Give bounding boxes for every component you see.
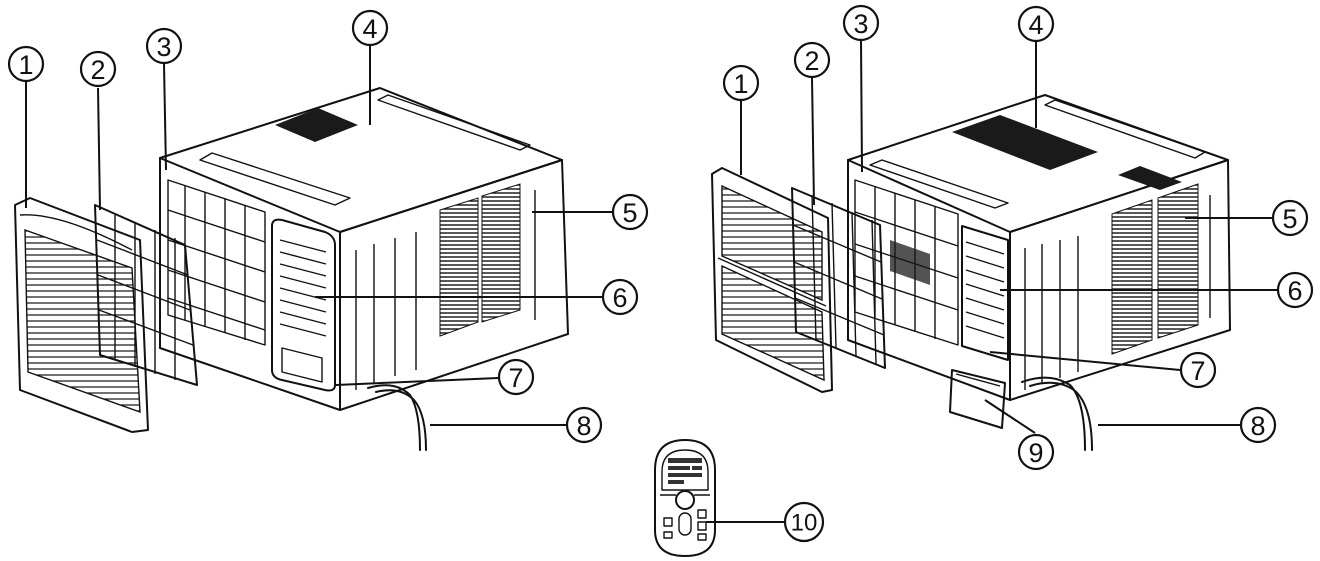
left-callout-6: 6: [601, 278, 639, 316]
right-side-louvres: [1111, 183, 1199, 355]
svg-text:9: 9: [1028, 438, 1043, 468]
svg-text:7: 7: [1190, 356, 1205, 386]
left-cabinet: [159, 87, 569, 451]
remote-display: [668, 458, 702, 484]
left-callout-2: 2: [79, 50, 117, 88]
right-power-cord: [1021, 376, 1086, 451]
left-power-cord: [367, 384, 421, 451]
svg-text:3: 3: [156, 32, 171, 62]
svg-text:2: 2: [90, 55, 105, 85]
left-callout-1: 1: [7, 45, 45, 83]
right-callout-2: 2: [793, 41, 831, 79]
svg-text:4: 4: [1028, 10, 1043, 40]
svg-text:3: 3: [853, 9, 868, 39]
svg-text:1: 1: [733, 69, 748, 99]
left-callout-7: 7: [497, 358, 535, 396]
right-access-door: [949, 369, 1006, 429]
right-callout-7: 7: [1179, 351, 1217, 389]
right-callout-8: 8: [1239, 406, 1277, 444]
svg-text:7: 7: [508, 363, 523, 393]
right-cabinet: [847, 94, 1231, 451]
right-callout-1: 1: [722, 64, 760, 102]
svg-text:6: 6: [612, 283, 627, 313]
right-callout-3: 3: [842, 4, 880, 42]
right-callout-9: 9: [1017, 433, 1055, 471]
right-callout-5: 5: [1271, 199, 1309, 237]
left-callout-4: 4: [351, 9, 389, 47]
remote-callout-10: 10: [783, 501, 825, 543]
remote-center-button: [675, 490, 695, 510]
svg-text:4: 4: [362, 14, 377, 44]
right-unit: 1 2 3 4 5 6 7 8: [711, 4, 1314, 471]
svg-text:5: 5: [622, 198, 637, 228]
svg-text:8: 8: [1250, 411, 1265, 441]
left-callout-3: 3: [145, 27, 183, 65]
svg-text:10: 10: [791, 510, 818, 537]
left-control-panel-slats: [279, 239, 327, 337]
right-callout-6: 6: [1276, 271, 1314, 309]
remote-control: 10: [654, 439, 825, 557]
left-side-louvres: [439, 183, 521, 337]
right-front-grille: [711, 167, 833, 393]
remote-nav-rocker: [678, 512, 692, 536]
svg-text:2: 2: [804, 46, 819, 76]
left-unit: 1 2 3 4 5 6 7 8: [7, 9, 649, 451]
svg-text:5: 5: [1282, 204, 1297, 234]
svg-text:8: 8: [576, 411, 591, 441]
svg-text:1: 1: [18, 50, 33, 80]
right-callout-4: 4: [1017, 5, 1055, 43]
left-callout-5: 5: [611, 193, 649, 231]
svg-text:6: 6: [1287, 276, 1302, 306]
left-callout-8: 8: [565, 406, 603, 444]
left-front-grille: [14, 197, 149, 433]
